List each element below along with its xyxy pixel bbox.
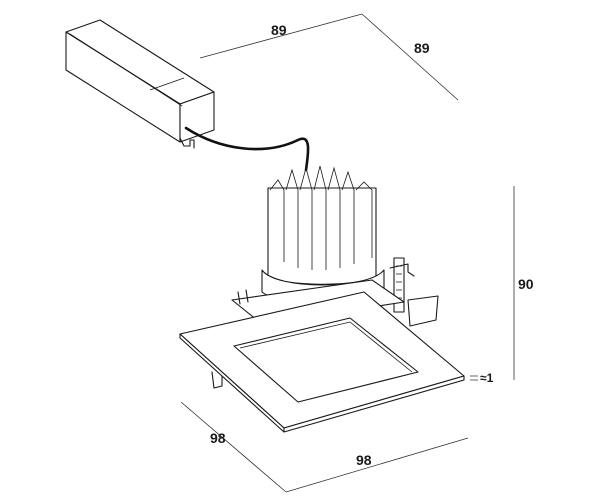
frame-inner-opening	[233, 317, 419, 403]
clip-arm	[389, 263, 415, 277]
frame-inner-bevel	[239, 321, 413, 373]
driver-edge-highlight	[69, 33, 183, 107]
driver-terminal-clip	[179, 137, 195, 149]
dim-line-frame-depth	[180, 401, 287, 493]
connection-cable	[184, 126, 310, 172]
clip-bracket	[407, 295, 439, 327]
housing-left-tab	[237, 289, 249, 305]
square-trim-frame	[179, 291, 478, 433]
frame-edge-right	[283, 375, 465, 433]
flange-thickness-marks	[470, 375, 478, 381]
label-height: 90	[518, 276, 534, 292]
heat-sink-fins	[269, 165, 373, 270]
dim-line-frame-width	[285, 437, 469, 493]
clip-post	[393, 257, 405, 313]
label-driver-length: 89	[271, 22, 287, 38]
dimension-lines	[180, 13, 515, 493]
dim-line-driver-depth	[361, 13, 459, 101]
label-driver-depth: 89	[414, 40, 430, 56]
housing-bottom-tab	[211, 371, 223, 389]
label-frame-width: 98	[356, 452, 372, 468]
label-frame-depth: 98	[210, 430, 226, 446]
led-driver-box	[65, 19, 215, 149]
dim-line-driver-length	[199, 13, 363, 59]
mounting-clip-right	[389, 257, 439, 327]
label-flange-thickness: ≈1	[480, 371, 494, 385]
driver-top-seam	[149, 77, 185, 91]
